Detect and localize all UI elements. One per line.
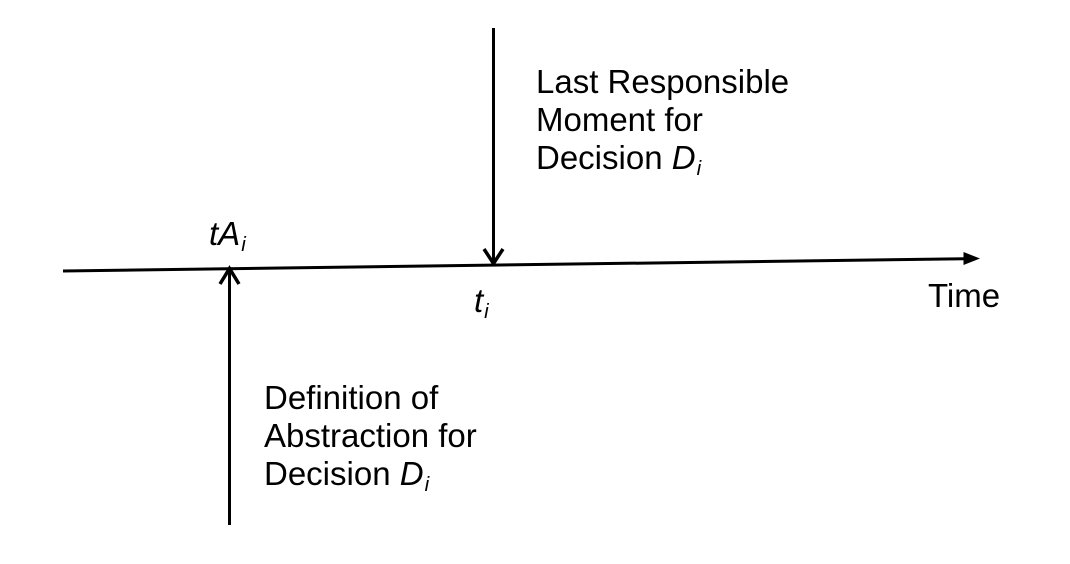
lrm-annotation-line2: Moment for — [536, 101, 703, 138]
time-axis-arrowhead-icon — [963, 252, 980, 265]
definition-annotation-line1: Definition of — [264, 379, 439, 416]
time-axis-line — [62, 257, 966, 273]
lrm-annotation-line1: Last Responsible — [536, 63, 790, 100]
definition-annotation: Definition of Abstraction for Decision D… — [264, 379, 477, 504]
abstraction-time-point-label: tAi — [209, 215, 246, 264]
time-axis-label: Time — [928, 277, 1001, 314]
decision-time-point-label: ti — [474, 282, 489, 331]
lrm-annotation-decision-subscript: i — [696, 156, 702, 180]
lrm-annotation-line3-text: Decision — [536, 139, 672, 176]
lrm-annotation-decision-var: D — [671, 139, 696, 176]
abstraction-time-var: tA — [209, 215, 241, 252]
lrm-annotation: Last Responsible Moment for Decision Di — [536, 63, 789, 188]
decision-time-var: t — [474, 282, 484, 319]
definition-annotation-decision-var: D — [399, 455, 424, 492]
definition-up-arrowhead-icon — [218, 265, 241, 285]
definition-annotation-decision-subscript: i — [424, 472, 430, 496]
definition-annotation-line3: Decision Di — [264, 455, 477, 504]
lrm-down-arrowhead-icon — [482, 248, 505, 267]
decision-time-subscript: i — [484, 299, 489, 323]
definition-annotation-line3-text: Decision — [264, 455, 400, 492]
lrm-annotation-line3: Decision Di — [536, 139, 789, 188]
abstraction-time-subscript: i — [241, 232, 246, 256]
definition-annotation-line2: Abstraction for — [264, 417, 477, 454]
